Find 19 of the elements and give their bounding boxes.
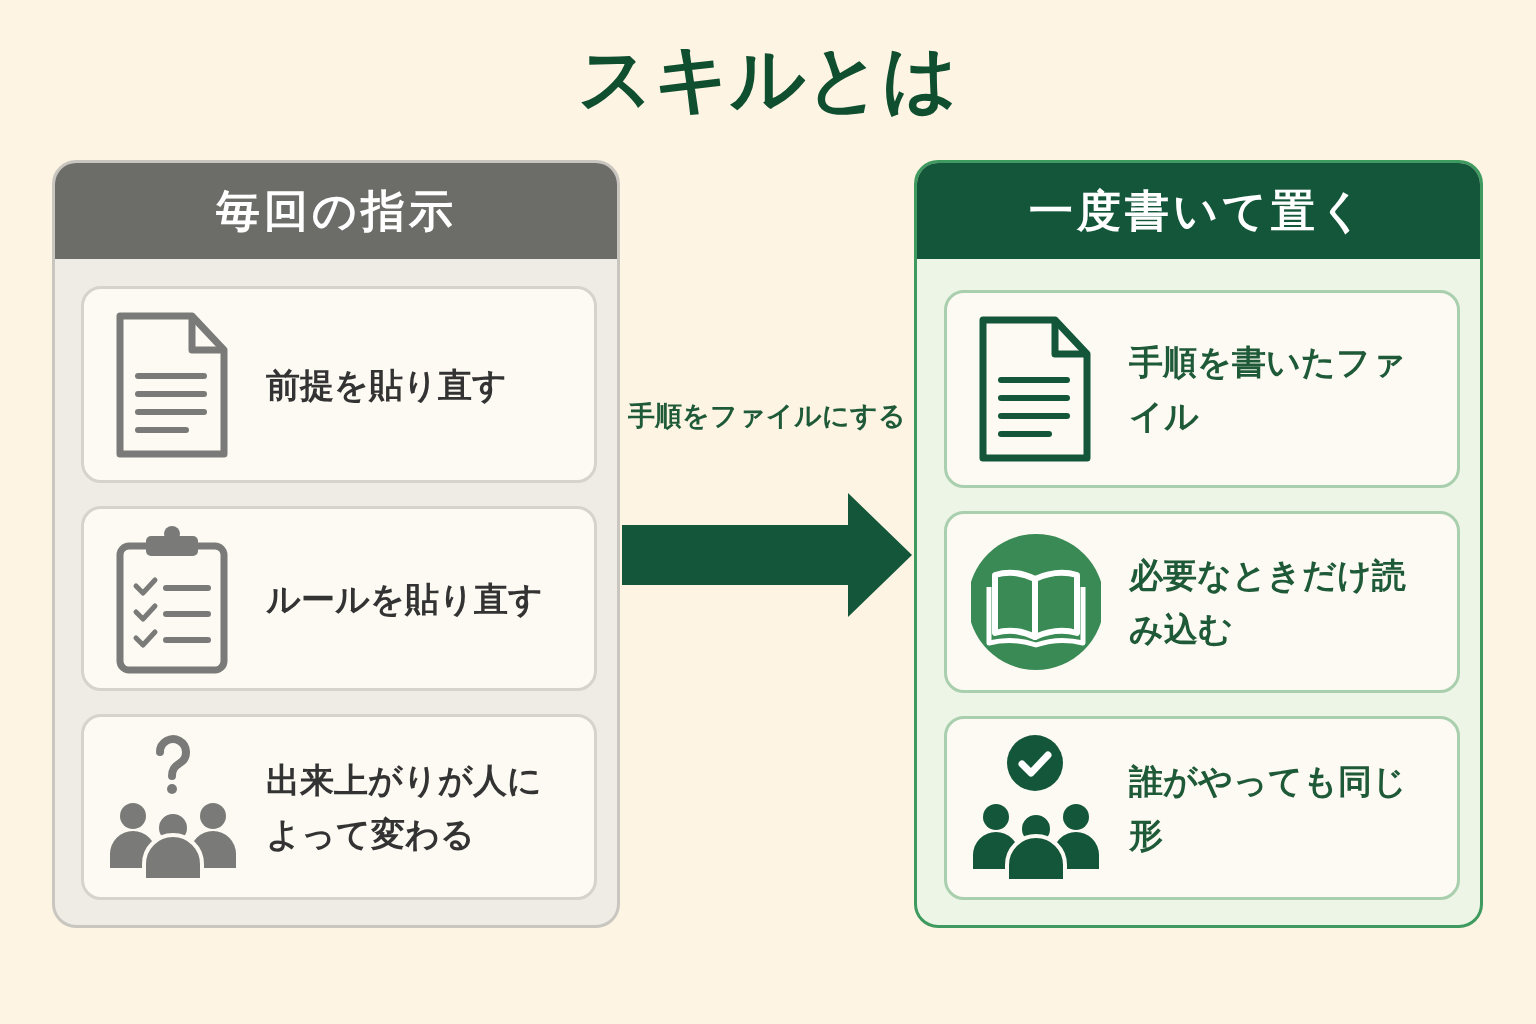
item-card [81,506,597,691]
item-text: 出来上がりが人によって変わる [266,758,543,856]
item-text: 誰がやっても同じ形 [1129,759,1408,857]
item-text: 前提を貼り直す [266,363,508,407]
item-text: 手順を書いたファイル [1129,340,1407,438]
item-card [944,511,1460,693]
arrow [622,493,912,617]
panel [52,160,620,928]
item-text: 必要なときだけ読み込む [1129,553,1407,651]
item-card [81,286,597,483]
item-card [944,716,1460,900]
panel [914,160,1483,928]
panel-header: 毎回の指示 [55,163,617,259]
panel-header: 一度書いて置く [917,163,1480,259]
item-card [81,714,597,900]
edge-label: 手順をファイルにする [628,399,906,433]
title: スキルとは [577,38,959,120]
item-card [944,290,1460,488]
item-text: ルールを貼り直す [266,577,544,621]
